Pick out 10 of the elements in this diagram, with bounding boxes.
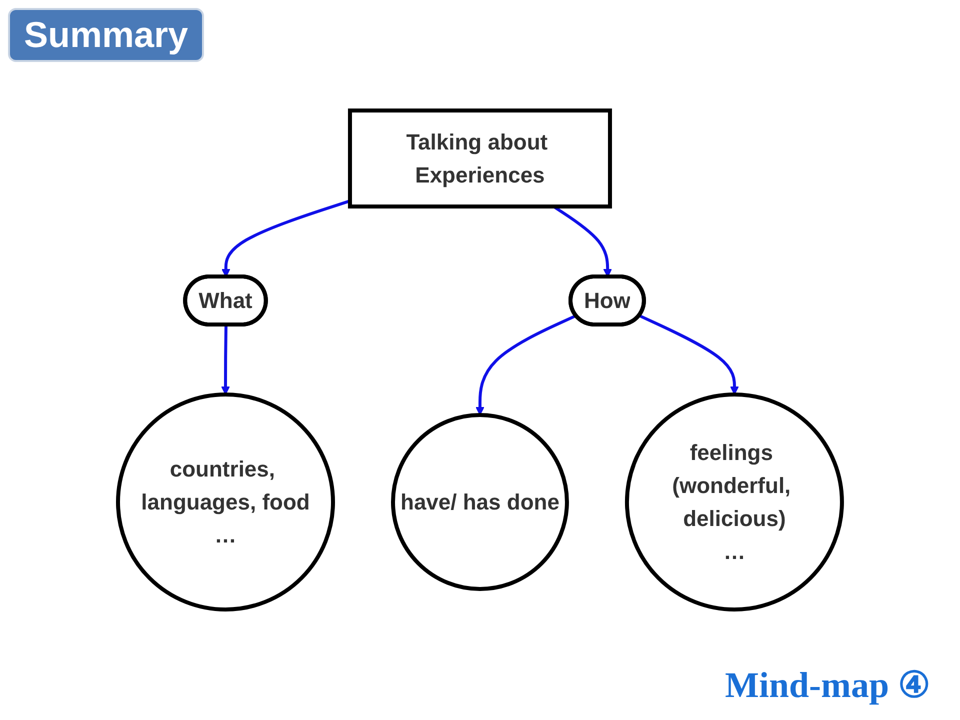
node-circle: feelings (wonderful, delicious) …: [624, 392, 844, 612]
caption: Mind-map ④: [724, 664, 930, 706]
arrow: [476, 314, 577, 416]
title-badge: Summary: [8, 8, 204, 62]
arrow: [221, 324, 230, 395]
node-box: Talking about Experiences: [348, 108, 612, 208]
arrow: [222, 199, 350, 278]
arrow: [638, 314, 739, 395]
node-circle: countries, languages, food …: [116, 392, 336, 612]
node-circle: have/ has done: [391, 413, 569, 591]
